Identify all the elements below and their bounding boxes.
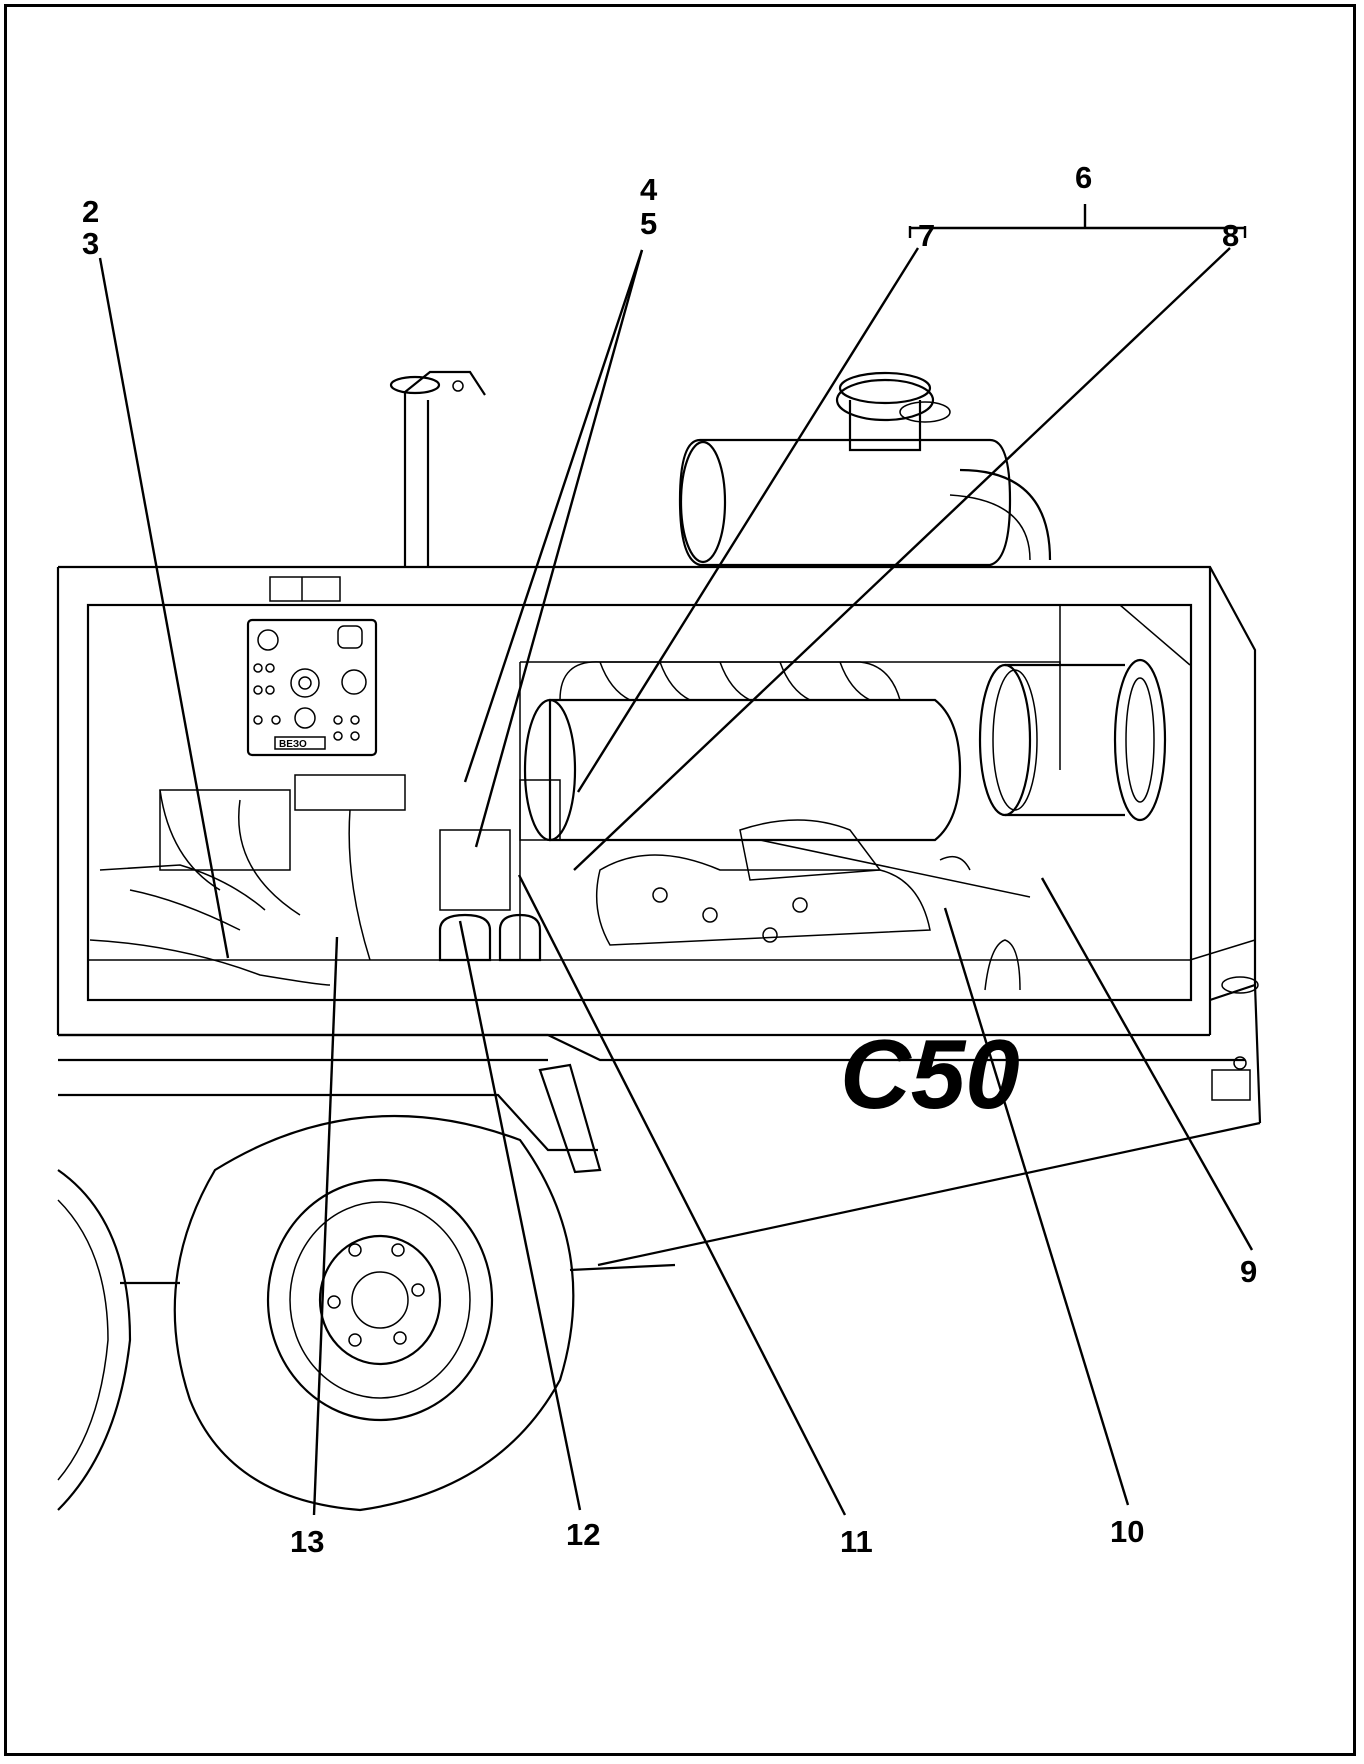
trailer-frame [58,983,1262,1285]
callout-11: 11 [840,1524,873,1559]
panel-logo: ВЕЗО [279,739,307,750]
callout-3: 3 [82,226,99,261]
page-border [4,4,1356,1756]
exhaust-stack [389,370,486,567]
control-panel: ВЕЗО [246,618,378,757]
callout-labels: 2 3 4 5 6 7 8 9 10 11 12 13 [82,160,1257,1559]
callout-12: 12 [566,1517,600,1552]
model-label: C50 [840,1019,1020,1129]
engine [89,604,1191,991]
callout-6: 6 [1075,160,1092,195]
front-wheel [173,1114,575,1512]
enclosure [56,565,1259,1037]
callout-9: 9 [1240,1254,1257,1289]
air-cleaner [678,371,1052,567]
rear-wheel [57,1169,132,1511]
callout-8: 8 [1222,218,1239,253]
callout-5: 5 [640,206,657,241]
callout-4: 4 [640,172,658,207]
callout-10: 10 [1110,1514,1144,1549]
callout-7: 7 [918,218,935,253]
callout-13: 13 [290,1524,324,1559]
callout-2: 2 [82,194,99,229]
leader-lines [98,204,1254,1516]
